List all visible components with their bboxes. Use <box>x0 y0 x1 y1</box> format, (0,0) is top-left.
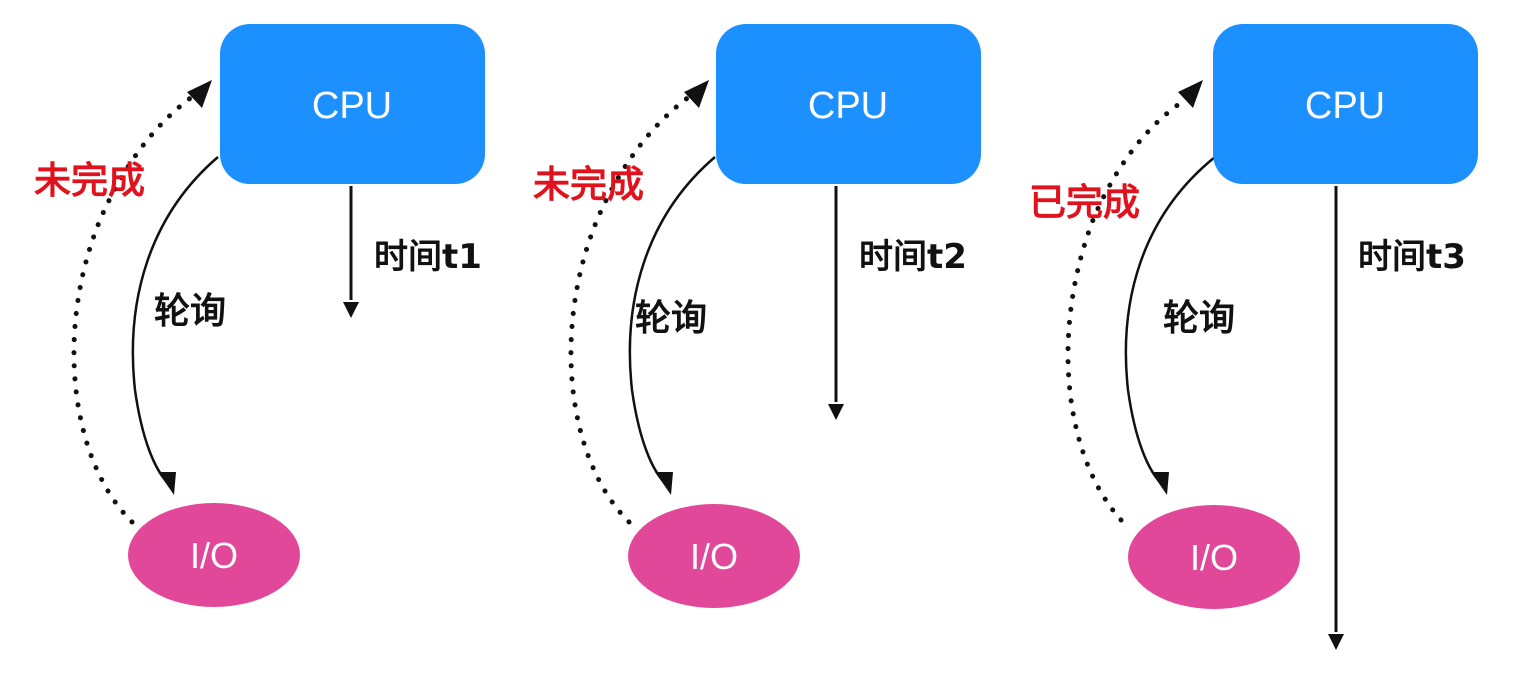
panel-3: CPU I/O 时间t3 轮询 已完成 <box>1029 24 1478 650</box>
panel-1: CPU I/O 时间t1 轮询 未完成 <box>34 24 485 607</box>
cpu-label: CPU <box>808 85 888 127</box>
dotted-arrowhead-icon <box>1178 80 1203 108</box>
status-label: 未完成 <box>533 163 644 206</box>
time-label: 时间t2 <box>859 237 967 277</box>
cpu-box <box>220 24 485 184</box>
poll-arrowhead-icon <box>655 472 673 495</box>
time-arrowhead-icon <box>828 404 844 420</box>
poll-label: 轮询 <box>635 298 707 339</box>
status-label: 已完成 <box>1029 181 1140 224</box>
io-node <box>628 504 800 608</box>
cpu-box <box>1213 24 1478 184</box>
time-label: 时间t1 <box>374 237 482 277</box>
io-label: I/O <box>690 536 738 577</box>
cpu-box <box>716 24 981 184</box>
cpu-label: CPU <box>1305 85 1385 127</box>
status-label: 未完成 <box>34 159 145 202</box>
poll-arrowhead-icon <box>1151 472 1169 495</box>
io-label: I/O <box>190 535 238 576</box>
poll-arrowhead-icon <box>158 472 176 495</box>
poll-label: 轮询 <box>154 291 226 332</box>
poll-arrow <box>1124 156 1216 484</box>
dotted-arrowhead-icon <box>187 80 212 108</box>
panel-2: CPU I/O 时间t2 轮询 未完成 <box>533 24 981 608</box>
io-label: I/O <box>1190 537 1238 578</box>
poll-arrow <box>628 156 716 484</box>
time-label: 时间t3 <box>1358 237 1466 277</box>
cpu-label: CPU <box>312 85 392 127</box>
io-node <box>1128 505 1300 609</box>
completion-signal-dotted-arrow <box>1065 95 1191 523</box>
poll-arrow <box>131 156 219 484</box>
dotted-arrowhead-icon <box>684 80 709 108</box>
time-arrowhead-icon <box>1328 634 1344 650</box>
time-arrowhead-icon <box>343 302 359 318</box>
poll-label: 轮询 <box>1163 298 1235 339</box>
io-node <box>128 503 300 607</box>
